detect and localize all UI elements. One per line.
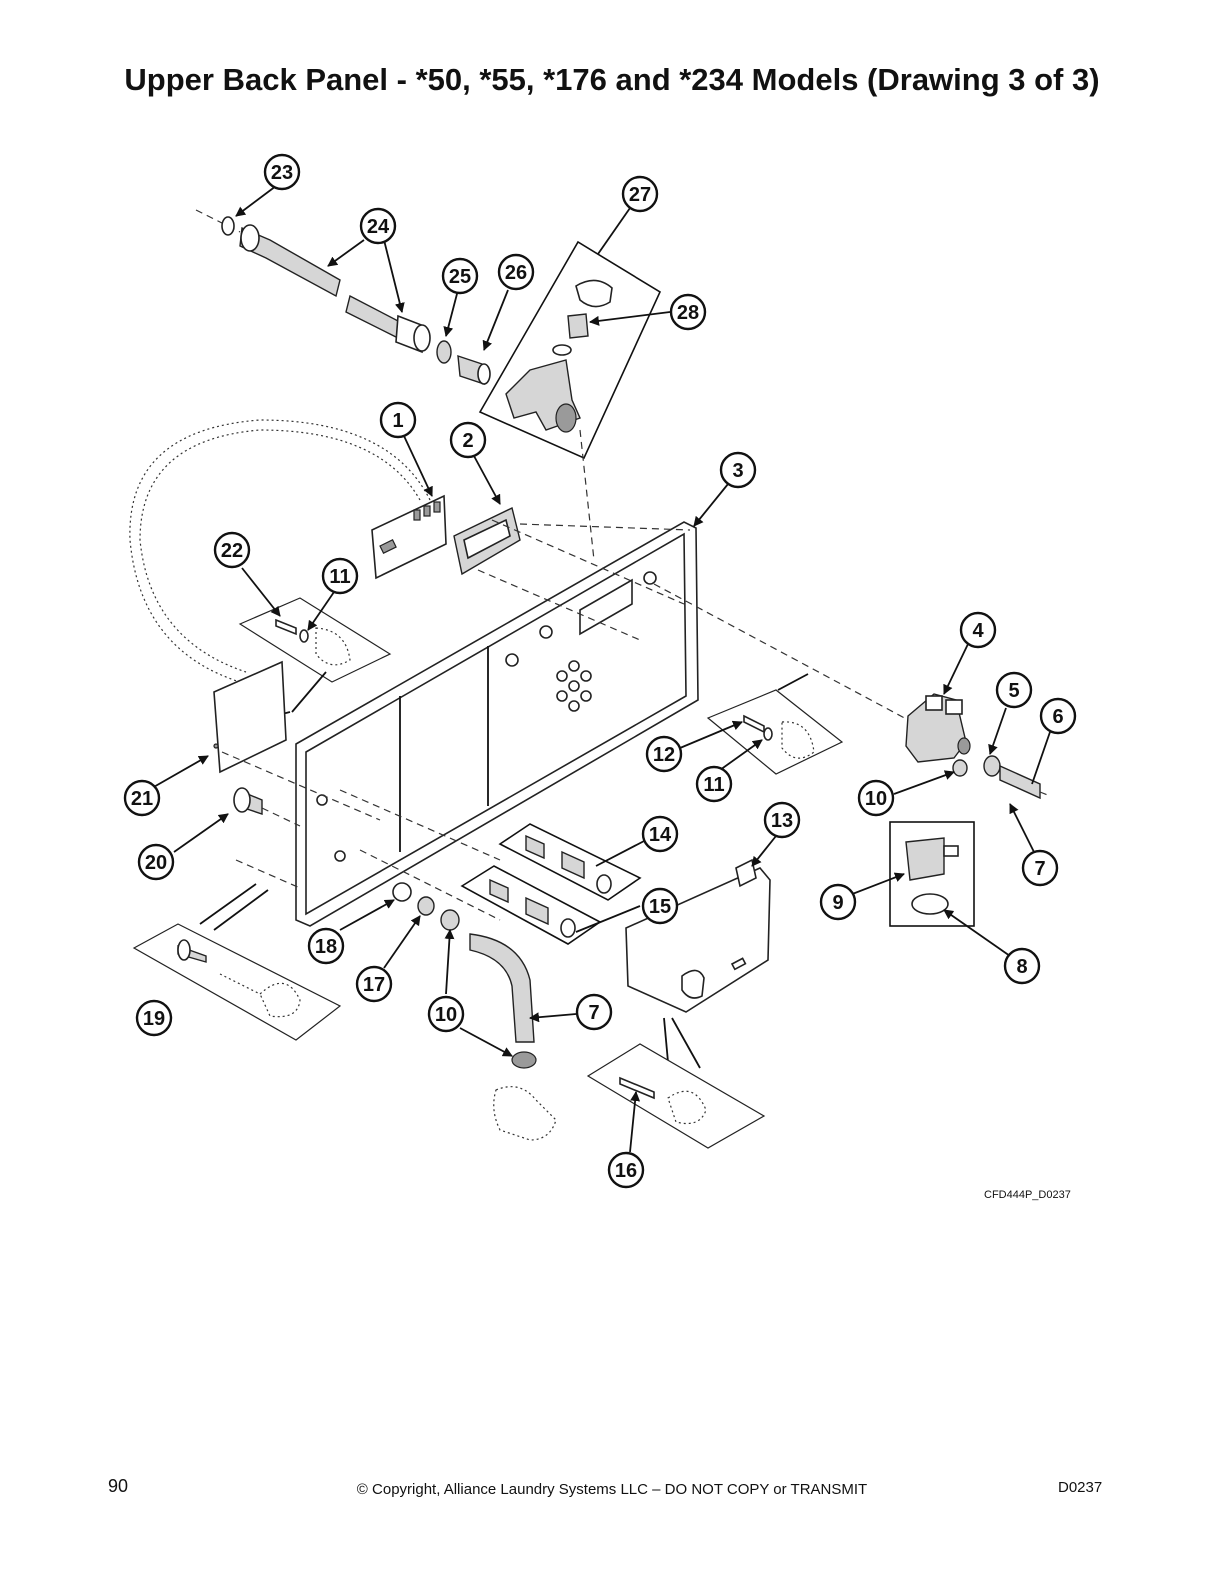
svg-text:9: 9: [832, 892, 843, 914]
svg-text:1: 1: [392, 410, 403, 432]
callout-2: 2: [449, 421, 487, 459]
bolt-20: [233, 787, 301, 827]
svg-text:14: 14: [649, 824, 672, 846]
svg-text:21: 21: [131, 788, 153, 810]
diaphragm-part: [911, 893, 949, 915]
callout-13: 13: [763, 801, 801, 839]
callout-28: 28: [669, 293, 707, 331]
callout-27: 27: [621, 175, 659, 213]
svg-text:2: 2: [462, 430, 473, 452]
svg-text:22: 22: [221, 540, 243, 562]
svg-text:4: 4: [972, 620, 984, 642]
hose-elbow-part: [469, 933, 535, 1043]
svg-text:11: 11: [329, 566, 350, 588]
callout-14: 14: [641, 815, 679, 853]
svg-text:24: 24: [367, 216, 390, 238]
inlet-valve-group: [905, 693, 1051, 800]
svg-text:10: 10: [865, 788, 887, 810]
back-panel: [295, 519, 913, 927]
callout-16: 16: [607, 1151, 645, 1189]
cap-part: [575, 279, 613, 308]
hose-part: [999, 764, 1041, 800]
leader-lines: [151, 185, 1051, 1153]
washer-screen-part: [436, 340, 452, 364]
inset-rivet-16: [586, 1043, 766, 1149]
page-title: Upper Back Panel - *50, *55, *176 and *2…: [124, 62, 1100, 97]
solenoid-coil-part: [905, 837, 945, 881]
left-bracket: [213, 660, 381, 821]
svg-text:13: 13: [771, 810, 793, 832]
callout-6: 6: [1039, 697, 1077, 735]
svg-text:19: 19: [143, 1008, 165, 1030]
lower-fittings: [392, 882, 557, 1141]
svg-text:26: 26: [505, 262, 527, 284]
svg-text:5: 5: [1008, 680, 1019, 702]
svg-text:17: 17: [363, 974, 385, 996]
callout-7-right: 7: [1021, 849, 1059, 887]
hose-part: [239, 226, 341, 298]
inset-screw-12: [706, 673, 844, 775]
callout-10-bottom: 10: [427, 995, 465, 1033]
callout-17: 17: [355, 965, 393, 1003]
callout-9: 9: [819, 883, 857, 921]
bracket-part: [213, 660, 287, 774]
callout-24: 24: [359, 207, 397, 245]
callout-11-right: 11: [695, 765, 733, 803]
callout-1: 1: [379, 401, 417, 439]
callout-5: 5: [995, 671, 1033, 709]
svg-text:25: 25: [449, 266, 471, 288]
callout-20: 20: [137, 843, 175, 881]
svg-text:11: 11: [703, 774, 724, 796]
svg-text:20: 20: [145, 852, 167, 874]
drawing-id: CFD444P_D0237: [984, 1189, 1071, 1201]
callout-10-right: 10: [857, 779, 895, 817]
callout-11-left: 11: [321, 557, 359, 595]
callout-23: 23: [263, 153, 301, 191]
mounting-bracket-part: [625, 867, 771, 1013]
svg-text:28: 28: [677, 302, 699, 324]
callout-4: 4: [959, 611, 997, 649]
page-number: 90: [108, 1476, 129, 1496]
retaining-ring-part: [221, 216, 235, 236]
hose-assembly: [195, 209, 491, 386]
bracket-13: [625, 858, 771, 1069]
svg-text:7: 7: [588, 1002, 599, 1024]
callout-22: 22: [213, 531, 251, 569]
callout-3: 3: [719, 451, 757, 489]
callout-21: 21: [123, 779, 161, 817]
callout-19: 19: [135, 999, 173, 1037]
svg-text:23: 23: [271, 162, 293, 184]
svg-text:3: 3: [732, 460, 743, 482]
grommet-part: [392, 882, 412, 902]
nozzle-kit-boxes: [339, 789, 642, 945]
svg-text:8: 8: [1016, 956, 1027, 978]
inset-screw-19: [132, 859, 342, 1041]
svg-text:18: 18: [315, 936, 337, 958]
callout-7-bottom: 7: [575, 993, 613, 1031]
svg-text:6: 6: [1052, 706, 1063, 728]
callout-8: 8: [1003, 947, 1041, 985]
callout-26: 26: [497, 253, 535, 291]
svg-text:27: 27: [629, 184, 651, 206]
callout-15: 15: [641, 887, 679, 925]
svg-text:12: 12: [653, 744, 675, 766]
spring-part: [567, 313, 589, 339]
svg-text:10: 10: [435, 1004, 457, 1026]
copyright-notice: © Copyright, Alliance Laundry Systems LL…: [356, 1481, 868, 1498]
svg-text:16: 16: [615, 1160, 637, 1182]
callout-18: 18: [307, 927, 345, 965]
svg-text:7: 7: [1034, 858, 1045, 880]
callout-25: 25: [441, 257, 479, 295]
valve-assembly-box: [478, 240, 662, 561]
solenoid-box: [889, 821, 975, 927]
document-code: D0237: [1058, 1479, 1103, 1496]
svg-text:15: 15: [649, 896, 671, 918]
callout-12: 12: [645, 735, 683, 773]
